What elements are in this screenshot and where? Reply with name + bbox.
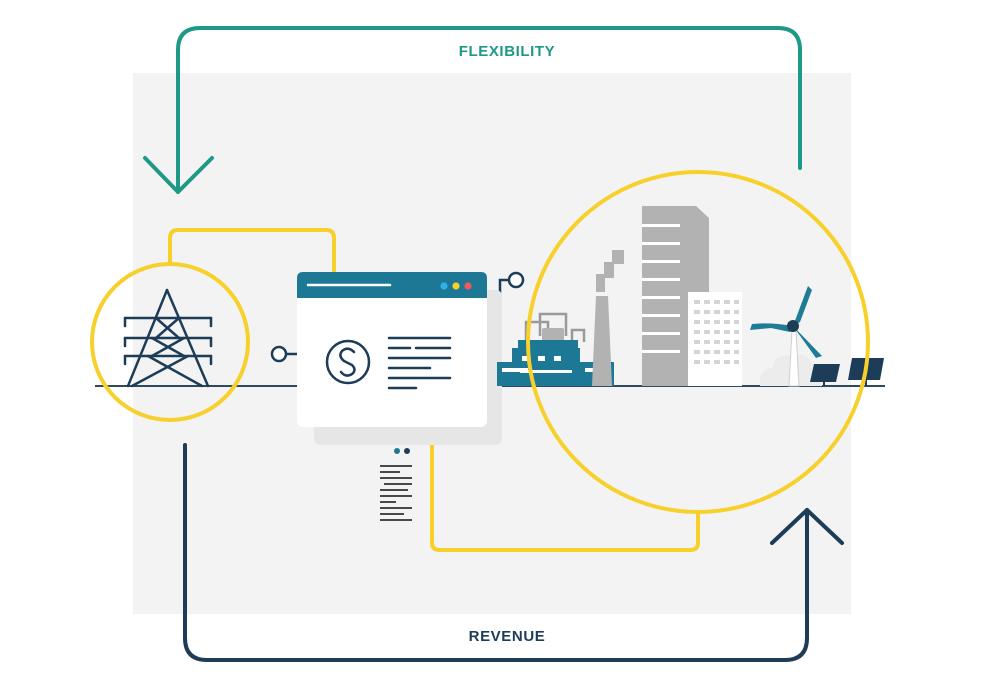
- text-lines-icon: [387, 336, 452, 390]
- window-dot-blue: [440, 282, 448, 290]
- window-dot-red: [464, 282, 472, 290]
- grid-circle: [90, 262, 250, 422]
- window-dot-yellow: [452, 282, 460, 290]
- assets-circle: [526, 170, 870, 514]
- s-logo-icon: [325, 339, 371, 385]
- revenue-loop-arrow: [183, 443, 844, 662]
- flexibility-loop-arrow: [143, 26, 802, 194]
- chimney-icon: [592, 250, 624, 386]
- wind-turbine-icon: [750, 286, 822, 387]
- yellow-connector-lines: [168, 228, 700, 552]
- apartment-building-icon: [688, 292, 742, 386]
- transmission-tower-icon: [123, 288, 213, 388]
- flexibility-label: FLEXIBILITY: [458, 43, 556, 60]
- data-document-icon: [380, 448, 412, 521]
- connector-node-left: [270, 345, 298, 363]
- software-window-icon: [297, 272, 502, 445]
- revenue-label: REVENUE: [468, 628, 546, 645]
